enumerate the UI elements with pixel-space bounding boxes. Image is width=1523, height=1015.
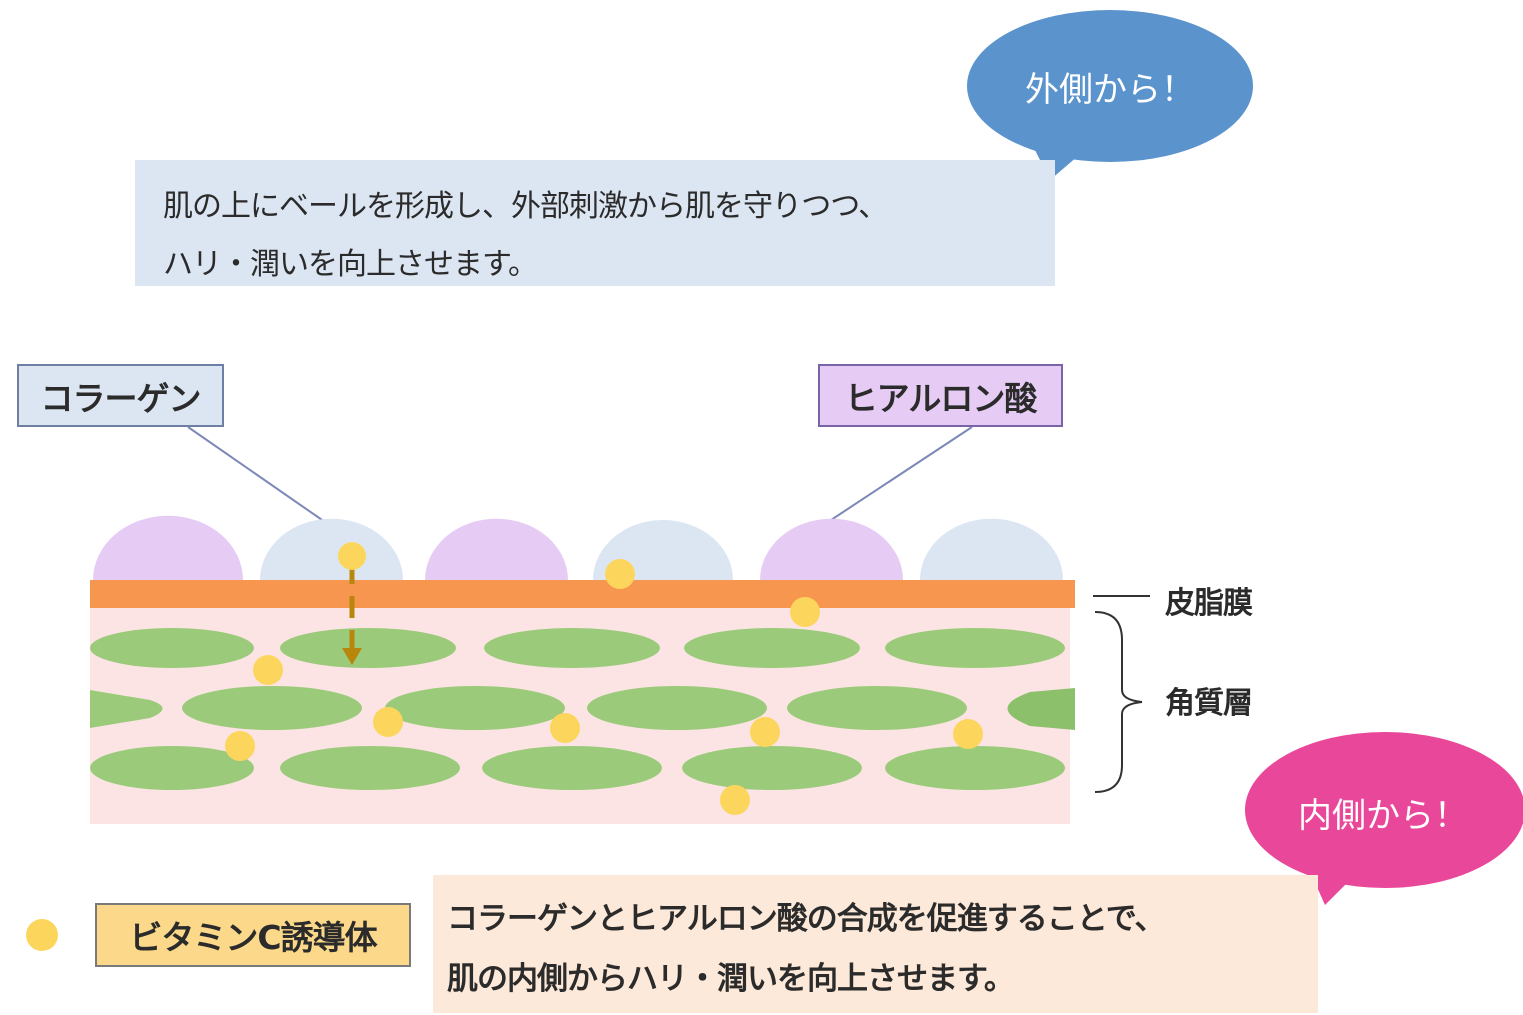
- sebum-membrane-label: 皮脂膜: [1165, 586, 1253, 621]
- penetration-arrow: [342, 562, 362, 665]
- collagen-leader-line: [187, 426, 326, 523]
- vitamin-c-dot: [720, 785, 750, 815]
- hyaluronic-dome: [93, 515, 243, 580]
- surface-domes: [93, 515, 1063, 580]
- vitamin-c-dot: [253, 655, 283, 685]
- vitamin-c-dot: [605, 559, 635, 589]
- sebum-membrane-layer: [90, 580, 1075, 608]
- vitamin-c-dot: [550, 713, 580, 743]
- vitamin-c-dot: [338, 542, 366, 570]
- cell: [182, 686, 362, 730]
- vitamin-c-label: ビタミンC誘導体: [95, 903, 411, 967]
- cell: [885, 628, 1065, 668]
- inner-description-line: 肌の内側からハリ・潤いを向上させます。: [447, 961, 1015, 997]
- hyaluronic-dome: [425, 518, 568, 580]
- cell: [90, 690, 163, 728]
- inner-description-line: コラーゲンとヒアルロン酸の合成を促進することで、: [447, 901, 1166, 937]
- cell: [385, 686, 565, 730]
- outer-bubble-label: 外側から！: [1025, 70, 1195, 110]
- vitamin-c-particles: [26, 542, 983, 951]
- cell: [587, 686, 767, 730]
- vitamin-c-dot: [373, 707, 403, 737]
- outer-description-line: ハリ・潤いを向上させます。: [163, 247, 538, 282]
- stratum-corneum-label: 角質層: [1165, 686, 1253, 721]
- hyaluronic-dome: [760, 518, 903, 580]
- cell: [885, 746, 1065, 790]
- vitamin-c-dot: [953, 719, 983, 749]
- inner-bubble-label: 内側から！: [1298, 796, 1468, 836]
- hyaluronic-acid-label: ヒアルロン酸: [818, 364, 1063, 427]
- inner-description-box: コラーゲンとヒアルロン酸の合成を促進することで、 肌の内側からハリ・潤いを向上さ…: [433, 875, 1318, 1013]
- outer-speech-bubble: [967, 10, 1253, 180]
- cell: [787, 686, 967, 730]
- cell: [90, 628, 254, 668]
- cell: [280, 628, 456, 668]
- outer-description-box: 肌の上にベールを形成し、外部刺激から肌を守りつつ、 ハリ・潤いを向上させます。: [135, 160, 1055, 286]
- corneocytes: [90, 628, 1075, 790]
- cell: [484, 628, 660, 668]
- cell: [90, 746, 254, 790]
- collagen-dome: [260, 518, 403, 580]
- vitamin-c-dot: [790, 597, 820, 627]
- outer-description-line: 肌の上にベールを形成し、外部刺激から肌を守りつつ、: [163, 189, 888, 224]
- cell: [482, 746, 662, 790]
- collagen-label: コラーゲン: [17, 364, 224, 427]
- cell: [684, 628, 860, 668]
- cell: [1007, 688, 1075, 730]
- cell: [682, 746, 862, 790]
- vitamin-c-dot: [750, 717, 780, 747]
- stratum-bracket: [1094, 611, 1143, 793]
- inner-speech-bubble: [1245, 732, 1523, 905]
- hyaluronic-leader-line: [827, 426, 973, 523]
- cell: [280, 746, 460, 790]
- vitamin-c-dot: [225, 731, 255, 761]
- collagen-dome: [920, 518, 1063, 580]
- vitamin-c-legend-dot: [26, 919, 58, 951]
